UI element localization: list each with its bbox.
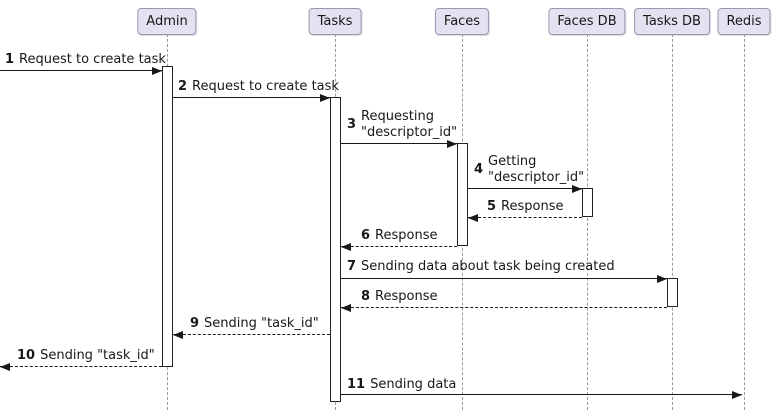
lifeline-tasks-db: [672, 34, 673, 410]
message-number: 3: [347, 117, 357, 132]
message-text: Sending data: [370, 377, 457, 392]
message-text: Response: [375, 289, 438, 304]
message-label: 1 Request to create task: [5, 52, 166, 68]
activation-tasks-db: [667, 278, 678, 307]
message-line: [173, 334, 330, 335]
arrowhead-right-icon: [657, 275, 667, 283]
message-text: Response: [375, 228, 438, 243]
arrowhead-left-icon: [468, 214, 478, 222]
message-label: 11 Sending data: [347, 377, 456, 393]
participant-admin: Admin: [137, 8, 197, 35]
message-line: [341, 307, 667, 308]
activation-faces: [457, 143, 468, 246]
lifeline-redis: [744, 34, 745, 410]
participant-faces: Faces: [434, 8, 490, 35]
message-line: [341, 143, 457, 144]
message-text: Sending data about task being created: [361, 259, 615, 274]
message-line: [468, 217, 582, 218]
arrowhead-right-icon: [320, 94, 330, 102]
message-line: [0, 70, 162, 71]
activation-admin: [162, 66, 173, 367]
participant-redis: Redis: [717, 8, 771, 35]
arrowhead-right-icon: [447, 140, 457, 148]
participant-tasks-db: Tasks DB: [634, 8, 710, 35]
arrowhead-right-icon: [152, 67, 162, 75]
message-text: Sending "task_id": [40, 348, 155, 363]
message-text: Request to create task: [19, 52, 166, 67]
message-number: 4: [474, 162, 484, 177]
activation-faces-db: [582, 188, 593, 217]
participant-tasks: Tasks: [308, 8, 362, 35]
message-number: 7: [347, 259, 357, 274]
message-line: [341, 278, 667, 279]
message-number: 10: [17, 348, 36, 363]
arrowhead-left-icon: [173, 331, 183, 339]
message-text: Sending "task_id": [204, 316, 319, 331]
message-line: [341, 246, 457, 247]
message-text: Requesting "descriptor_id": [361, 109, 458, 140]
message-label: 9 Sending "task_id": [190, 316, 319, 332]
message-number: 8: [361, 289, 371, 304]
message-number: 9: [190, 316, 200, 331]
message-label: 7 Sending data about task being created: [347, 259, 615, 275]
message-number: 1: [5, 52, 15, 67]
arrowhead-left-icon: [0, 363, 10, 371]
arrowhead-left-icon: [341, 304, 351, 312]
message-label: 3 Requesting "descriptor_id": [347, 109, 457, 141]
message-number: 11: [347, 377, 366, 392]
message-label: 4 Getting "descriptor_id": [474, 154, 584, 186]
message-label: 8 Response: [361, 289, 437, 305]
message-line: [173, 97, 330, 98]
message-line: [0, 366, 162, 367]
message-label: 2 Request to create task: [178, 79, 339, 95]
message-label: 5 Response: [487, 199, 563, 215]
participant-faces-db: Faces DB: [548, 8, 626, 35]
message-number: 2: [178, 79, 188, 94]
lifeline-faces-db: [587, 34, 588, 410]
message-number: 6: [361, 228, 371, 243]
message-text: Request to create task: [192, 79, 339, 94]
message-number: 5: [487, 199, 497, 214]
message-text: Response: [501, 199, 564, 214]
message-line: [341, 394, 742, 395]
arrowhead-left-icon: [341, 243, 351, 251]
message-label: 6 Response: [361, 228, 437, 244]
arrowhead-right-icon: [732, 391, 742, 399]
message-label: 10 Sending "task_id": [17, 348, 155, 364]
activation-tasks: [330, 97, 341, 402]
message-text: Getting "descriptor_id": [488, 154, 585, 185]
arrowhead-right-icon: [572, 185, 582, 193]
message-line: [468, 188, 582, 189]
